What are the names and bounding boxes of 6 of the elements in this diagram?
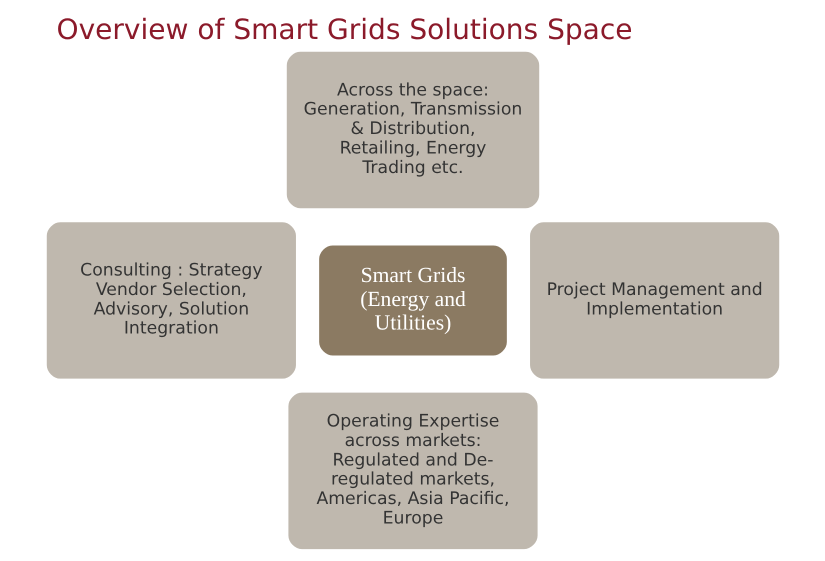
node-box: Project Management and Implementation bbox=[530, 222, 779, 379]
node-box: Operating Expertise across markets: Regulated and De-regulated markets, Americas, Asia Pacific, Europe bbox=[288, 392, 538, 550]
node-box: Smart Grids (Energy and Utilities) bbox=[318, 245, 506, 356]
node-box: Across the space: Generation, Transmission & Distribution, Retailing, Energy Trading etc. bbox=[286, 52, 539, 208]
diagram-title: Overview of Smart Grids Solutions Space bbox=[56, 13, 632, 46]
node-box: Consulting : Strategy Vendor Selection, Advisory, Solution Integration bbox=[46, 222, 296, 379]
